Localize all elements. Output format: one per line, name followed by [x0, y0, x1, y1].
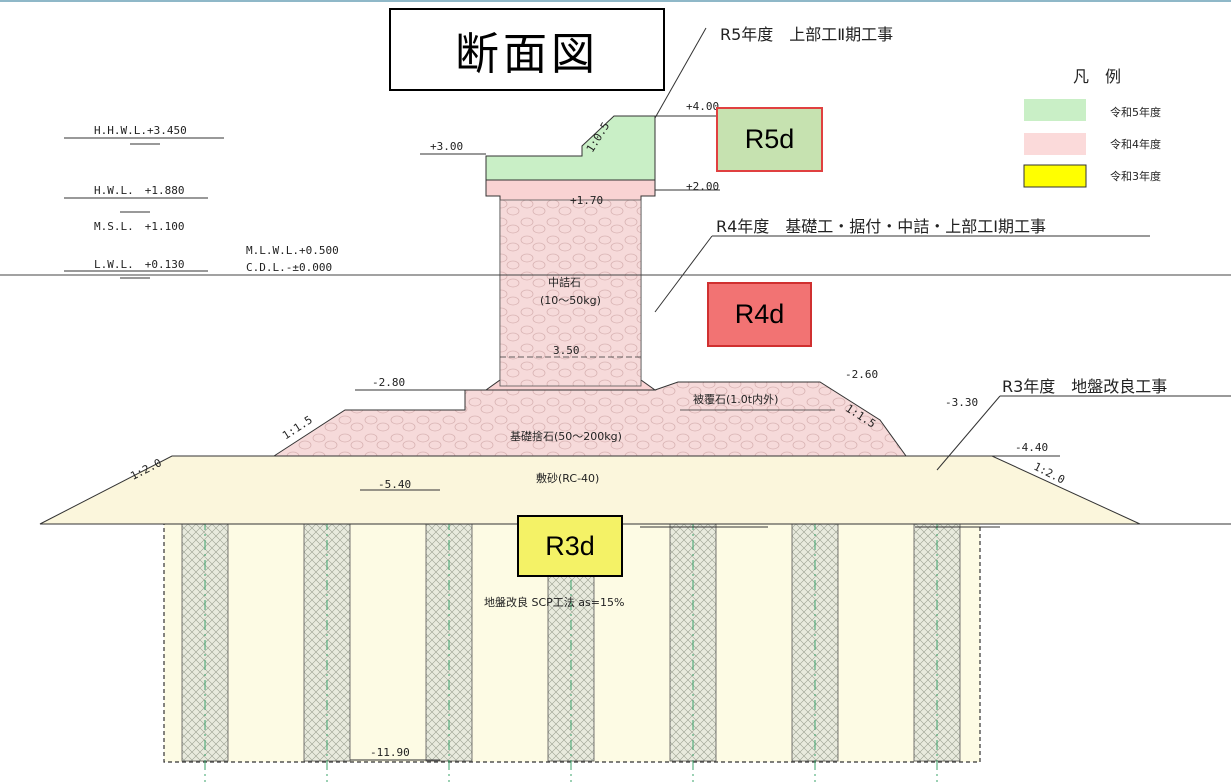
legend-label-r3: 令和3年度 [1110, 169, 1161, 183]
drawing-title: 断面図 [389, 8, 665, 91]
elev-sand-right: -4.40 [1015, 441, 1048, 454]
elev-sand-bottom: -5.40 [378, 478, 411, 491]
label-cover-stone: 被覆石(1.0t内外) [693, 392, 778, 406]
elev-toe-right: -3.30 [945, 396, 978, 409]
legend-swatch-r4 [1024, 133, 1086, 155]
elevation-leaders [350, 115, 1060, 761]
sand-layer [39, 455, 1141, 525]
water-level-marks [64, 137, 224, 279]
fill-stone-area [499, 199, 642, 387]
label-mlwl: M.L.W.L.+0.500 [246, 244, 339, 257]
caisson-width: 3.50 [553, 344, 580, 357]
heading-leaders [640, 27, 1231, 528]
label-fill-stone: 中詰石 [548, 275, 581, 289]
heading-r4: R4年度 基礎工・据付・中詰・上部工Ⅰ期工事 [716, 217, 1046, 236]
label-hhwl: H.H.W.L.+3.450 [94, 124, 187, 137]
elev-mound-left: -2.80 [372, 376, 405, 389]
label-improvement: 地盤改良 SCP工法 as=15% [484, 595, 624, 609]
label-sand: 敷砂(RC-40) [536, 471, 599, 485]
rubble-mound [272, 381, 907, 457]
elev-improve-bottom: -11.90 [370, 746, 410, 759]
elev-top: +4.00 [686, 100, 719, 113]
legend-swatch-r3 [1023, 164, 1087, 188]
tag-r3: R3d [517, 515, 623, 577]
label-cdl: C.D.L.-±0.000 [246, 261, 332, 274]
label-msl: M.S.L. +1.100 [94, 220, 184, 233]
legend-title: 凡 例 [1073, 67, 1121, 86]
elev-mound-right: -2.60 [845, 368, 878, 381]
label-fill-stone-size: (10～50kg) [540, 294, 601, 307]
legend-swatch-r5 [1024, 99, 1086, 121]
elev-crown-inner: +1.70 [570, 194, 603, 207]
superstructure-r5 [485, 115, 656, 181]
label-lwl: L.W.L. +0.130 [94, 258, 184, 271]
label-base-stone: 基礎捨石(50～200kg) [510, 429, 622, 443]
tag-r4: R4d [707, 282, 812, 347]
legend [1023, 99, 1087, 188]
tag-r5: R5d [716, 107, 823, 172]
elev-crown-left: +3.00 [430, 140, 463, 153]
heading-r5: R5年度 上部工Ⅱ期工事 [720, 25, 893, 44]
elev-crown-right: +2.00 [686, 180, 719, 193]
legend-label-r4: 令和4年度 [1110, 137, 1161, 151]
legend-label-r5: 令和5年度 [1110, 105, 1161, 119]
label-hwl: H.W.L. +1.880 [94, 184, 184, 197]
scp-piles [181, 496, 961, 762]
heading-r3: R3年度 地盤改良工事 [1002, 377, 1167, 396]
